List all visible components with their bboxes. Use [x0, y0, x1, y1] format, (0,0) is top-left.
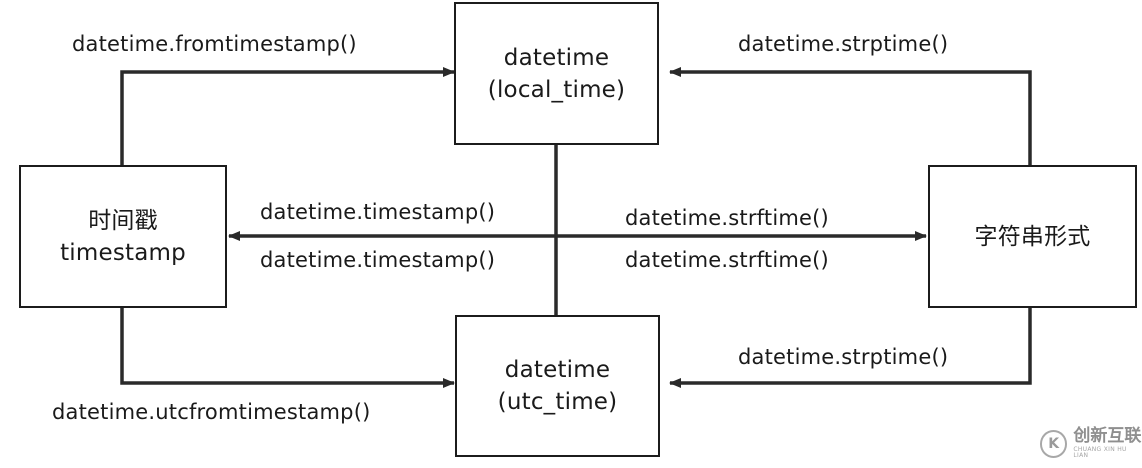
edge-fromtimestamp	[120, 67, 455, 165]
label-timestamp-bottom: datetime.timestamp()	[260, 248, 496, 272]
watermark-text-en: CHUANG XIN HU LIAN	[1073, 446, 1127, 459]
box-local-time: datetime (local_time)	[454, 2, 659, 145]
label-fromtimestamp: datetime.fromtimestamp()	[72, 32, 357, 56]
box-local-time-line1: datetime	[503, 44, 610, 71]
label-strftime-top: datetime.strftime()	[625, 206, 829, 230]
box-string-form-line1: 字符串形式	[974, 223, 1091, 250]
watermark-text-cn: 创新互联	[1073, 426, 1142, 446]
box-timestamp-line2: timestamp	[60, 239, 186, 266]
box-utc-time-line2: (utc_time)	[497, 389, 618, 415]
box-local-time-line2: (local_time)	[487, 76, 626, 103]
watermark-logo-icon: K	[1040, 429, 1068, 458]
watermark: K 创新互联 CHUANG XIN HU LIAN	[1040, 428, 1142, 459]
edge-strptime-utc	[669, 308, 1032, 388]
label-strptime-local: datetime.strptime()	[738, 32, 949, 56]
label-timestamp-top: datetime.timestamp()	[260, 200, 496, 224]
edge-utcfromtimestamp	[120, 308, 455, 388]
edge-strptime-local	[669, 67, 1032, 165]
box-utc-time: datetime (utc_time)	[455, 315, 660, 457]
box-string-form: 字符串形式	[928, 165, 1137, 308]
watermark-text: 创新互联 CHUANG XIN HU LIAN	[1073, 428, 1142, 459]
box-timestamp: 时间戳 timestamp	[19, 165, 227, 308]
label-strptime-utc: datetime.strptime()	[738, 345, 949, 369]
box-timestamp-line1: 时间戳	[88, 207, 158, 234]
box-utc-time-line1: datetime	[504, 357, 611, 383]
label-strftime-bottom: datetime.strftime()	[625, 248, 829, 272]
label-utcfromtimestamp: datetime.utcfromtimestamp()	[52, 400, 371, 424]
